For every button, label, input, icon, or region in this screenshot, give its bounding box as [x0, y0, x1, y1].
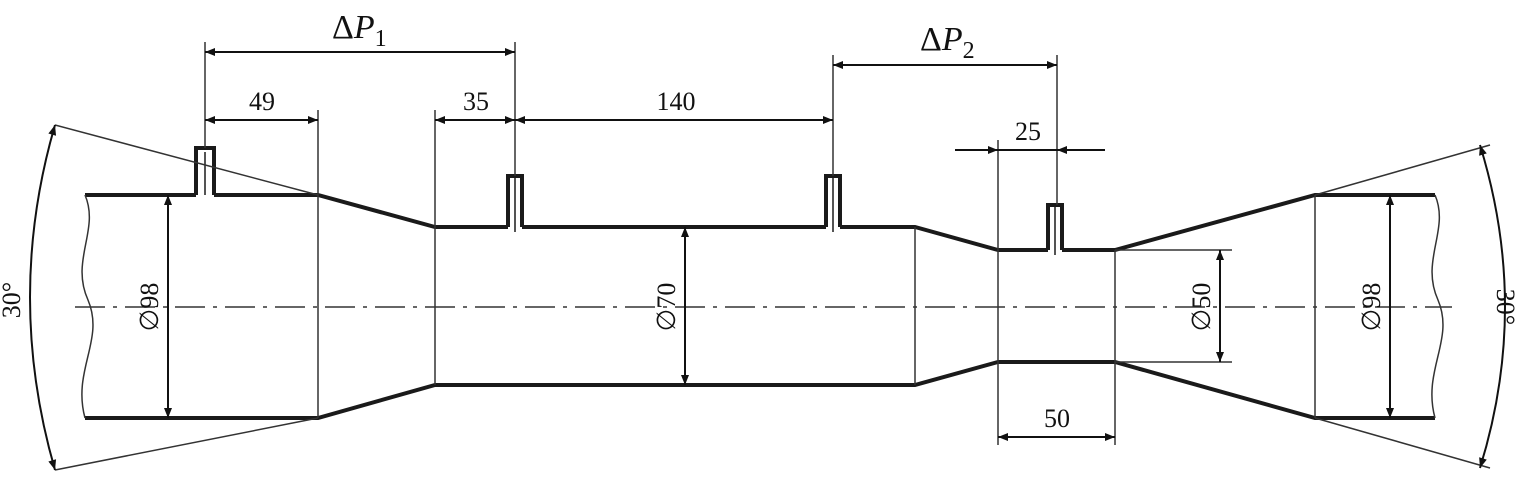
dim-35-label: 35 — [463, 87, 489, 116]
break-line-left — [81, 194, 94, 419]
dim-49-label: 49 — [249, 87, 275, 116]
pressure-tap-4 — [1046, 203, 1064, 255]
extension-lines — [54, 42, 1491, 471]
dim-140-label: 140 — [657, 87, 696, 116]
pressure-tap-1 — [194, 146, 216, 195]
pipe-bottom-wall — [85, 360, 1435, 420]
pipe-top-wall — [85, 193, 1435, 252]
angle-right-label: 30° — [1491, 289, 1517, 325]
dia-98-left-label: ∅98 — [135, 283, 164, 332]
angle-arc-right — [1479, 144, 1506, 469]
dim-25-label: 25 — [1015, 117, 1041, 146]
pressure-tap-3 — [824, 174, 842, 232]
angle-arc-left — [29, 124, 57, 471]
dia-70-label: ∅70 — [652, 283, 681, 332]
dia-50-label: ∅50 — [1187, 283, 1216, 332]
pressure-tap-2 — [506, 174, 524, 232]
angle-left-label: 30° — [0, 282, 26, 318]
break-line-right — [1431, 194, 1444, 419]
dp2-label: ΔP2 — [920, 21, 975, 64]
dp1-label: ΔP1 — [332, 9, 387, 52]
dim-50-label: 50 — [1044, 404, 1070, 433]
dia-98-right-label: ∅98 — [1357, 283, 1386, 332]
